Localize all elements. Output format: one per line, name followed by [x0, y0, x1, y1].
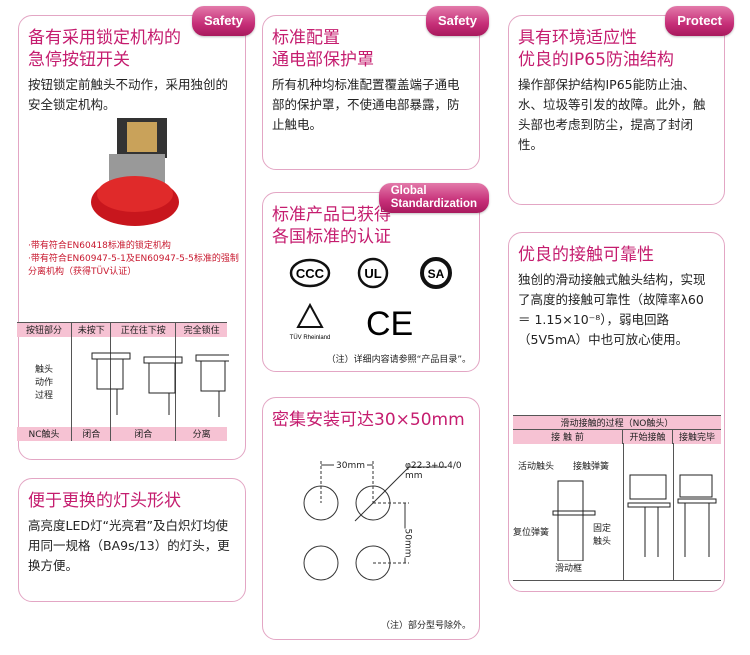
svg-text:CE: CE	[366, 305, 413, 343]
svg-text:CCC: CCC	[296, 266, 325, 281]
svg-text:TÜV Rheinland: TÜV Rheinland	[290, 334, 331, 341]
card-title: 具有环境适应性优良的IP65防油结构	[518, 28, 674, 70]
button-section-diagrams	[91, 352, 229, 417]
csa-logo: SA	[420, 257, 452, 289]
ce-logo: CE	[366, 305, 413, 343]
contact-card: 优良的接触可靠性 独创的滑动接触式触头结构，实现了高度的接触可靠性（故障率λ60…	[508, 232, 725, 592]
card-body: 高亮度LED灯“光亮君”及白炽灯均使用同一规格（BA9s/13）的灯头，更换方便…	[28, 518, 230, 573]
card-body: 操作部保护结构IP65能防止油、水、垃圾等引发的故障。此外，触头部也考虑到防尘，…	[518, 77, 706, 152]
ip65-card: Protect 具有环境适应性优良的IP65防油结构 操作部保护结构IP65能防…	[508, 6, 734, 205]
card-title: 优良的接触可靠性	[518, 245, 654, 265]
certification-logos: CCC UL SA TÜV Rheinland CE	[289, 257, 452, 343]
safety-badge: Safety	[191, 6, 255, 36]
svg-text:SA: SA	[428, 267, 445, 281]
cover-card: Safety 标准配置通电部保护罩 所有机种均标准配置覆盖端子通电部的保护罩，不…	[262, 6, 489, 170]
card-body: 按钮锁定前触头不动作，采用独创的安全锁定机构。	[28, 77, 229, 112]
card-title: 便于更换的灯头形状	[28, 491, 181, 511]
card-title: 备有采用锁定机构的急停按钮开关	[28, 28, 181, 70]
ul-logo: UL	[357, 257, 389, 289]
safety-badge: Safety	[425, 6, 489, 36]
card-body: 独创的滑动接触式触头结构，实现了高度的接触可靠性（故障率λ60 ＝ 1.15×1…	[518, 272, 706, 347]
diagram-unpressed	[71, 336, 112, 427]
svg-text:UL: UL	[364, 266, 381, 281]
feature-notes: ·带有符合EN60418标准的锁定机构 ·带有符合EN60947-5-1及EN6…	[28, 241, 239, 277]
mount-note: （注）部分型号除外。	[380, 621, 471, 631]
card-body: 所有机种均标准配置覆盖端子通电部的保护罩，不使通电部暴露，防止触电。	[272, 77, 460, 132]
lamp-card: 便于更换的灯头形状 高亮度LED灯“光亮君”及白炽灯均使用同一规格（BA9s/1…	[18, 478, 246, 602]
lock-process-table: 按钮部分未按下正在往下按完全锁住 触头动作过程 NC触头闭合闭合分离	[17, 322, 227, 441]
lock-card: Safety 备有采用锁定机构的急停按钮开关 按钮锁定前触头不动作，采用独创的安…	[17, 6, 255, 460]
card-title: 密集安装可达30×50mm	[272, 410, 465, 430]
tuv-logo: TÜV Rheinland	[290, 302, 331, 341]
protect-badge: Protect	[665, 6, 734, 36]
mount-card: 密集安装可达30×50mm 30mm φ22.3+0.4/0 mm 50mm （…	[262, 397, 480, 640]
sliding-contact-diagram: 滑动接触的过程（NO触头） 接 触 前 开始接触 接触完毕 活动触头 接触弹簧 …	[513, 415, 721, 581]
card-title: 标准配置通电部保护罩	[272, 28, 374, 70]
cert-note: （注）详细内容请参照“产品目录”。	[326, 355, 471, 365]
card-title: 标准产品已获得各国标准的认证	[272, 205, 391, 247]
emergency-stop-button-image	[91, 118, 179, 226]
ccc-logo: CCC	[289, 258, 331, 288]
